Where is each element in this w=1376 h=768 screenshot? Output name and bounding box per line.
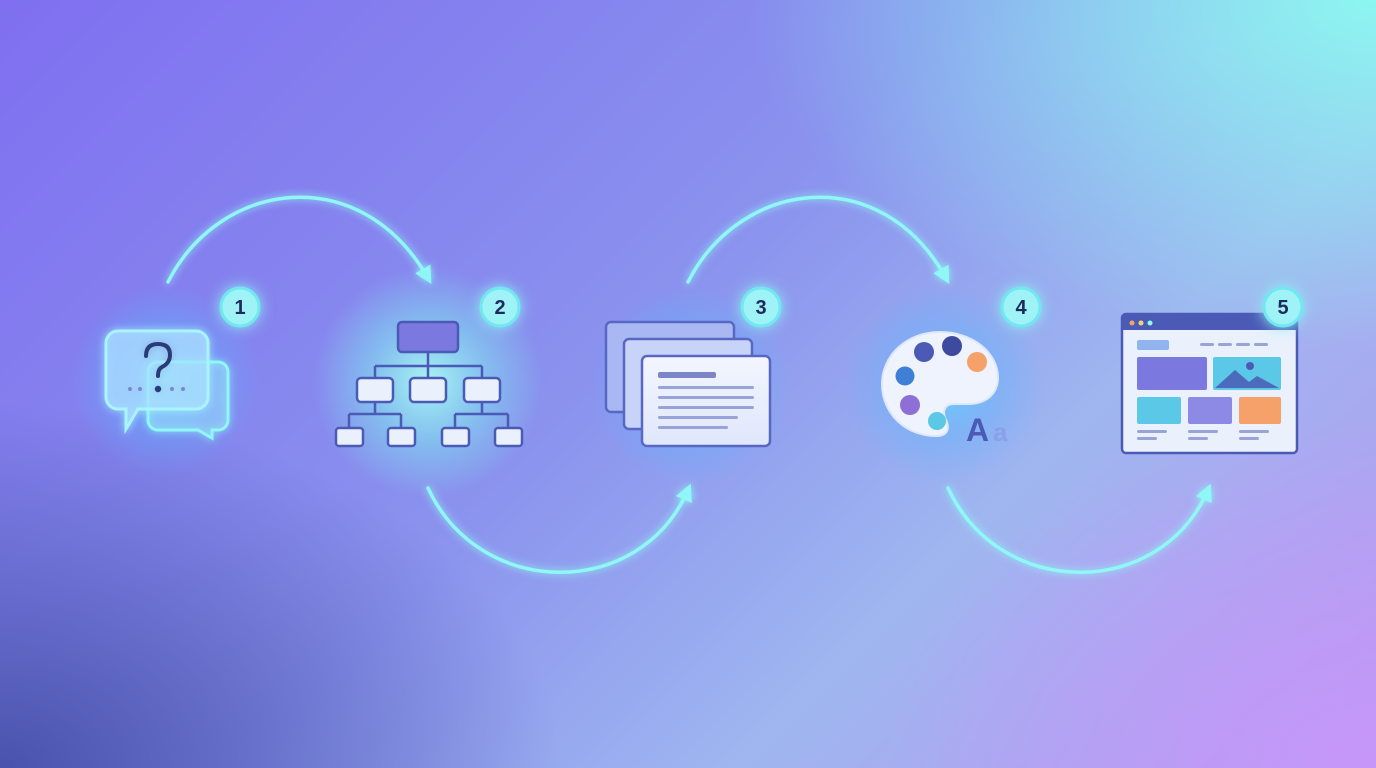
step-1-number: 1	[234, 297, 245, 319]
step-5: 5	[1120, 286, 1304, 455]
hierarchy-sitemap-icon	[334, 320, 524, 448]
arrow-4-to-5	[946, 483, 1212, 574]
arrow-3-to-4	[686, 195, 950, 285]
step-3-badge: 3	[740, 286, 782, 328]
step-2-badge: 2	[479, 286, 521, 328]
typography-lowercase: a	[993, 417, 1008, 447]
step-5-number: 5	[1277, 297, 1288, 319]
step-5-badge: 5	[1262, 286, 1304, 328]
step-4-number: 4	[1015, 297, 1027, 319]
step-1: 1	[70, 285, 261, 475]
step-4: A a 4	[845, 285, 1045, 485]
question-chat-icon	[104, 329, 230, 441]
arrow-1-to-2	[166, 195, 432, 285]
arrow-2-to-3	[426, 483, 692, 574]
flow-arrows	[166, 195, 1212, 574]
palette-typography-icon: A a	[880, 330, 1008, 448]
step-2-number: 2	[494, 297, 505, 319]
browser-layout-icon	[1120, 312, 1299, 455]
step-1-badge: 1	[219, 286, 261, 328]
step-2: 2	[313, 267, 543, 497]
typography-uppercase: A	[966, 412, 989, 448]
step-3: 3	[590, 285, 790, 485]
step-3-number: 3	[755, 297, 766, 319]
stacked-documents-icon	[604, 320, 772, 448]
step-4-badge: 4	[1000, 286, 1042, 328]
